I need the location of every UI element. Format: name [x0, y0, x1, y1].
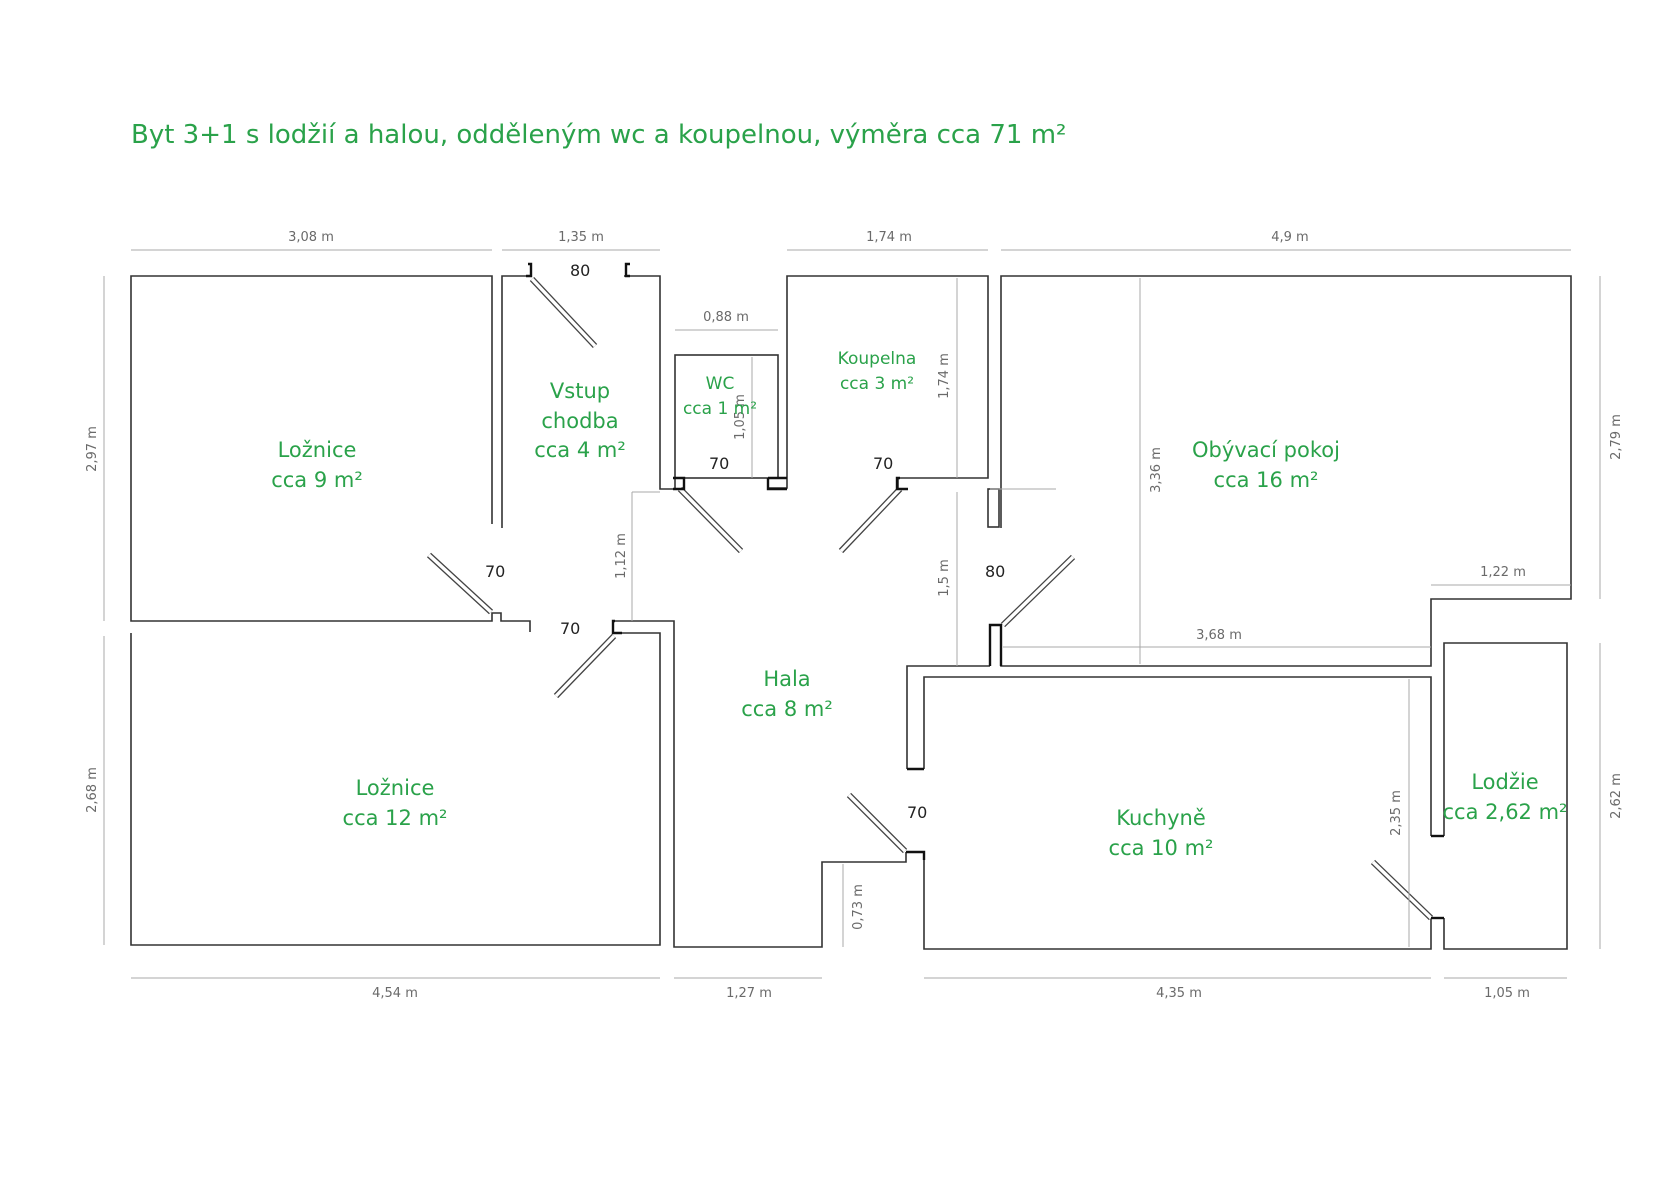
dim-bottom-loznice: 4,54 m: [372, 986, 418, 1001]
door-jamb-entry-right: [624, 262, 630, 278]
door-leaf-lodzie-inner: [1371, 860, 1433, 920]
door-jamb-koupelna-right: [895, 476, 908, 491]
door-leaf-loznice2-inner: [554, 634, 616, 698]
wall-obyvaci: [1000, 275, 1572, 667]
room-wc-name: WC: [706, 374, 735, 394]
dim-obyvaci-bottom: 3,68 m: [1196, 628, 1242, 643]
door-width-koupelna: 70: [873, 454, 893, 473]
dim-right-upper: 2,79 m: [1609, 414, 1624, 460]
room-kuchyne-name: Kuchyně: [1116, 806, 1206, 830]
room-vstup-name1: Vstup: [550, 379, 610, 403]
room-wc-area: cca 1 m²: [683, 399, 757, 419]
wall-loznice-lower: [130, 632, 661, 946]
wall-vstup-left: [501, 275, 530, 528]
dim-kuchyne-height: 2,35 m: [1389, 790, 1404, 836]
room-loznice2-area: cca 12 m²: [343, 806, 448, 830]
wall-vstup-right: [624, 275, 675, 490]
dim-right-lower: 2,62 m: [1609, 773, 1624, 819]
wall-loznice-upper: [130, 275, 531, 632]
dim-bottom-hala: 1,27 m: [726, 986, 772, 1001]
dim-top-koupelna: 1,74 m: [866, 230, 912, 245]
wall-kuchyne: [906, 665, 990, 769]
dim-koupelna-height: 1,74 m: [937, 353, 952, 399]
door-leaf-loznice1-inner: [427, 553, 493, 614]
dim-hala-right: 1,5 m: [937, 559, 952, 596]
room-koupelna-area: cca 3 m²: [840, 374, 914, 394]
room-hala-name: Hala: [763, 667, 810, 691]
dimension-lines: [103, 249, 1601, 979]
room-obyvaci-area: cca 16 m²: [1214, 468, 1319, 492]
door-jamb-loznice2: [611, 619, 622, 635]
doors: 80 70 70 70 70 80 70: [426, 261, 1444, 921]
room-loznice2-name: Ložnice: [356, 776, 435, 800]
dim-top-vstup: 1,35 m: [558, 230, 604, 245]
door-jamb-wc: [673, 476, 686, 491]
dim-entry-notch: 0,73 m: [851, 884, 866, 930]
wall-kuchyne-inner: [923, 676, 1432, 836]
dim-top-obyvaci: 4,9 m: [1271, 230, 1308, 245]
room-vstup-area: cca 4 m²: [534, 438, 626, 462]
wall-hala-left: [613, 620, 907, 948]
door-leaf-wc-inner: [678, 487, 743, 553]
room-loznice1-name: Ložnice: [278, 438, 357, 462]
dim-top-loznice: 3,08 m: [288, 230, 334, 245]
room-loznice1-area: cca 9 m²: [271, 468, 363, 492]
door-width-entry: 80: [570, 261, 590, 280]
door-jamb-entry-left: [526, 262, 533, 278]
room-kuchyne-area: cca 10 m²: [1109, 836, 1214, 860]
wall-stub: [987, 488, 1000, 528]
door-width-obyvaci: 80: [985, 562, 1005, 581]
room-lodzie-name: Lodžie: [1471, 770, 1538, 794]
dim-hala-upper: 1,12 m: [614, 533, 629, 579]
door-jamb-kuchyne: [906, 850, 926, 860]
door-leaf-koupelna-inner: [839, 487, 902, 553]
dim-bottom-lodzie: 1,05 m: [1484, 986, 1530, 1001]
door-jamb-obyvaci: [988, 623, 1003, 666]
door-width-loznice1: 70: [485, 562, 505, 581]
wall-wc: [674, 354, 779, 479]
dim-wc-height: 1,05 m: [733, 394, 748, 440]
room-koupelna-name: Koupelna: [838, 349, 917, 369]
dim-obyvaci-notch: 1,22 m: [1480, 565, 1526, 580]
wall-kuchyne-bottom: [923, 852, 1432, 950]
wall-lodzie: [1443, 642, 1568, 950]
room-lodzie-area: cca 2,62 m²: [1443, 800, 1568, 824]
dim-wc-width: 0,88 m: [703, 310, 749, 325]
plan-title: Byt 3+1 s lodžií a halou, odděleným wc a…: [131, 120, 1066, 150]
door-leaf-kuchyne-inner: [847, 793, 907, 853]
room-labels: Ložnice cca 9 m² Vstup chodba cca 4 m² W…: [271, 349, 1567, 860]
door-width-loznice2: 70: [560, 619, 580, 638]
door-width-kuchyne: 70: [907, 803, 927, 822]
room-hala-area: cca 8 m²: [741, 697, 833, 721]
door-leaf-entry-inner: [530, 277, 597, 348]
dim-left-upper: 2,97 m: [85, 426, 100, 472]
door-jamb-koupelna-left: [766, 478, 787, 491]
room-obyvaci-name: Obývací pokoj: [1192, 438, 1340, 462]
dim-bottom-kuchyne: 4,35 m: [1156, 986, 1202, 1001]
door-leaf-obyvaci-inner: [1001, 555, 1075, 627]
dimension-labels: 3,08 m 1,35 m 1,74 m 4,9 m 0,88 m 1,05 m…: [85, 230, 1624, 1001]
door-width-wc: 70: [709, 454, 729, 473]
room-vstup-name2: chodba: [541, 409, 618, 433]
dim-left-lower: 2,68 m: [85, 767, 100, 813]
dim-obyvaci-height: 3,36 m: [1149, 447, 1164, 493]
walls: [130, 275, 1572, 950]
